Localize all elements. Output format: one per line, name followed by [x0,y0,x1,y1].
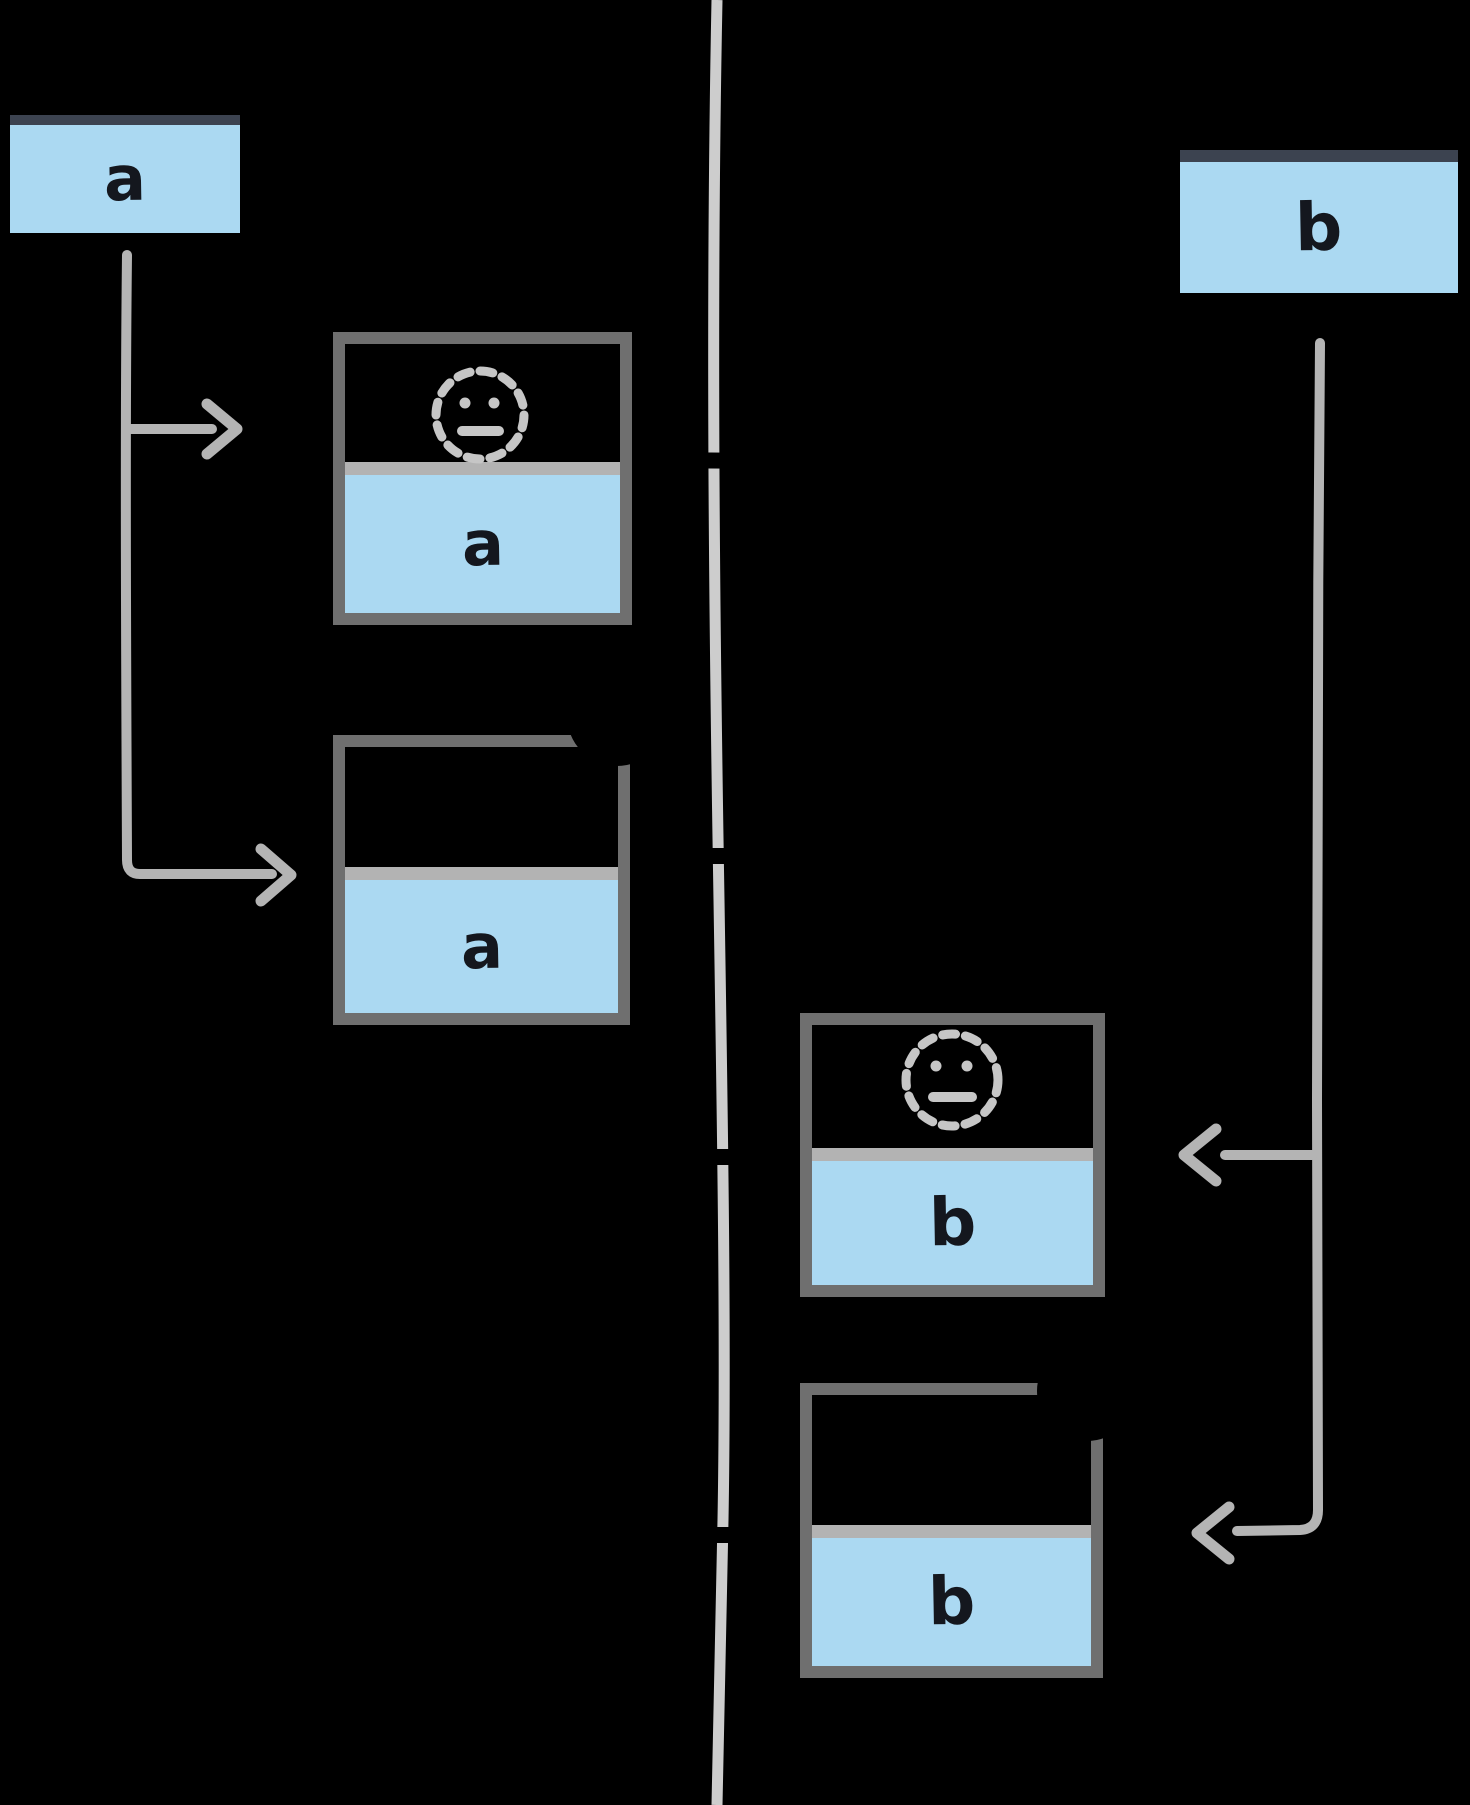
page-a1-body: a [345,475,620,613]
tab-window-b: b [1180,150,1458,293]
message-arrow-b2-head-icon [643,1509,680,1561]
page-a2-body: a [345,880,618,1013]
page-b2-hidden-black-icon [908,1420,1002,1514]
arrow-to-page-b1-icon [1178,1123,1222,1187]
message-arrow-a1-head-icon [749,435,786,487]
page-a2-divider [345,867,618,880]
page-b1-body: b [812,1161,1093,1285]
arrow-to-page-a1-icon [201,398,243,460]
tab-b-connector-line [1232,338,1325,1536]
message-arrow-a2-head-icon [764,830,801,882]
tab-window-a: a [10,115,240,233]
message-arrow-b1-head-icon [641,1131,678,1183]
tab-b-title-bar [1180,150,1458,162]
page-instance-a1: a [333,332,632,625]
tab-a-connector-line [120,250,277,879]
page-a1-dashed-smiley-pending-icon [431,366,529,464]
page-b1-divider [812,1148,1093,1161]
tab-a-page: a [10,125,240,233]
page-b2-body: b [812,1538,1091,1666]
page-a2-hidden-black-icon [434,759,528,853]
arrow-to-page-a2-icon [255,843,297,907]
message-arrow-a1-hidden [639,452,776,469]
page-a1-top-half [345,344,620,462]
tab-b-page: b [1180,162,1458,293]
page-a2-hidden-black-badge-icon [567,666,667,766]
page-a1-divider [345,462,620,475]
tab-a-title-bar [10,115,240,125]
page-b1-dashed-smiley-pending-icon [901,1029,1003,1131]
page-b2-hidden-black-badge-icon [1037,1341,1137,1441]
boundary-line [708,0,730,1805]
arrow-to-page-b2-icon [1191,1501,1235,1565]
page-b2-divider [812,1525,1091,1538]
